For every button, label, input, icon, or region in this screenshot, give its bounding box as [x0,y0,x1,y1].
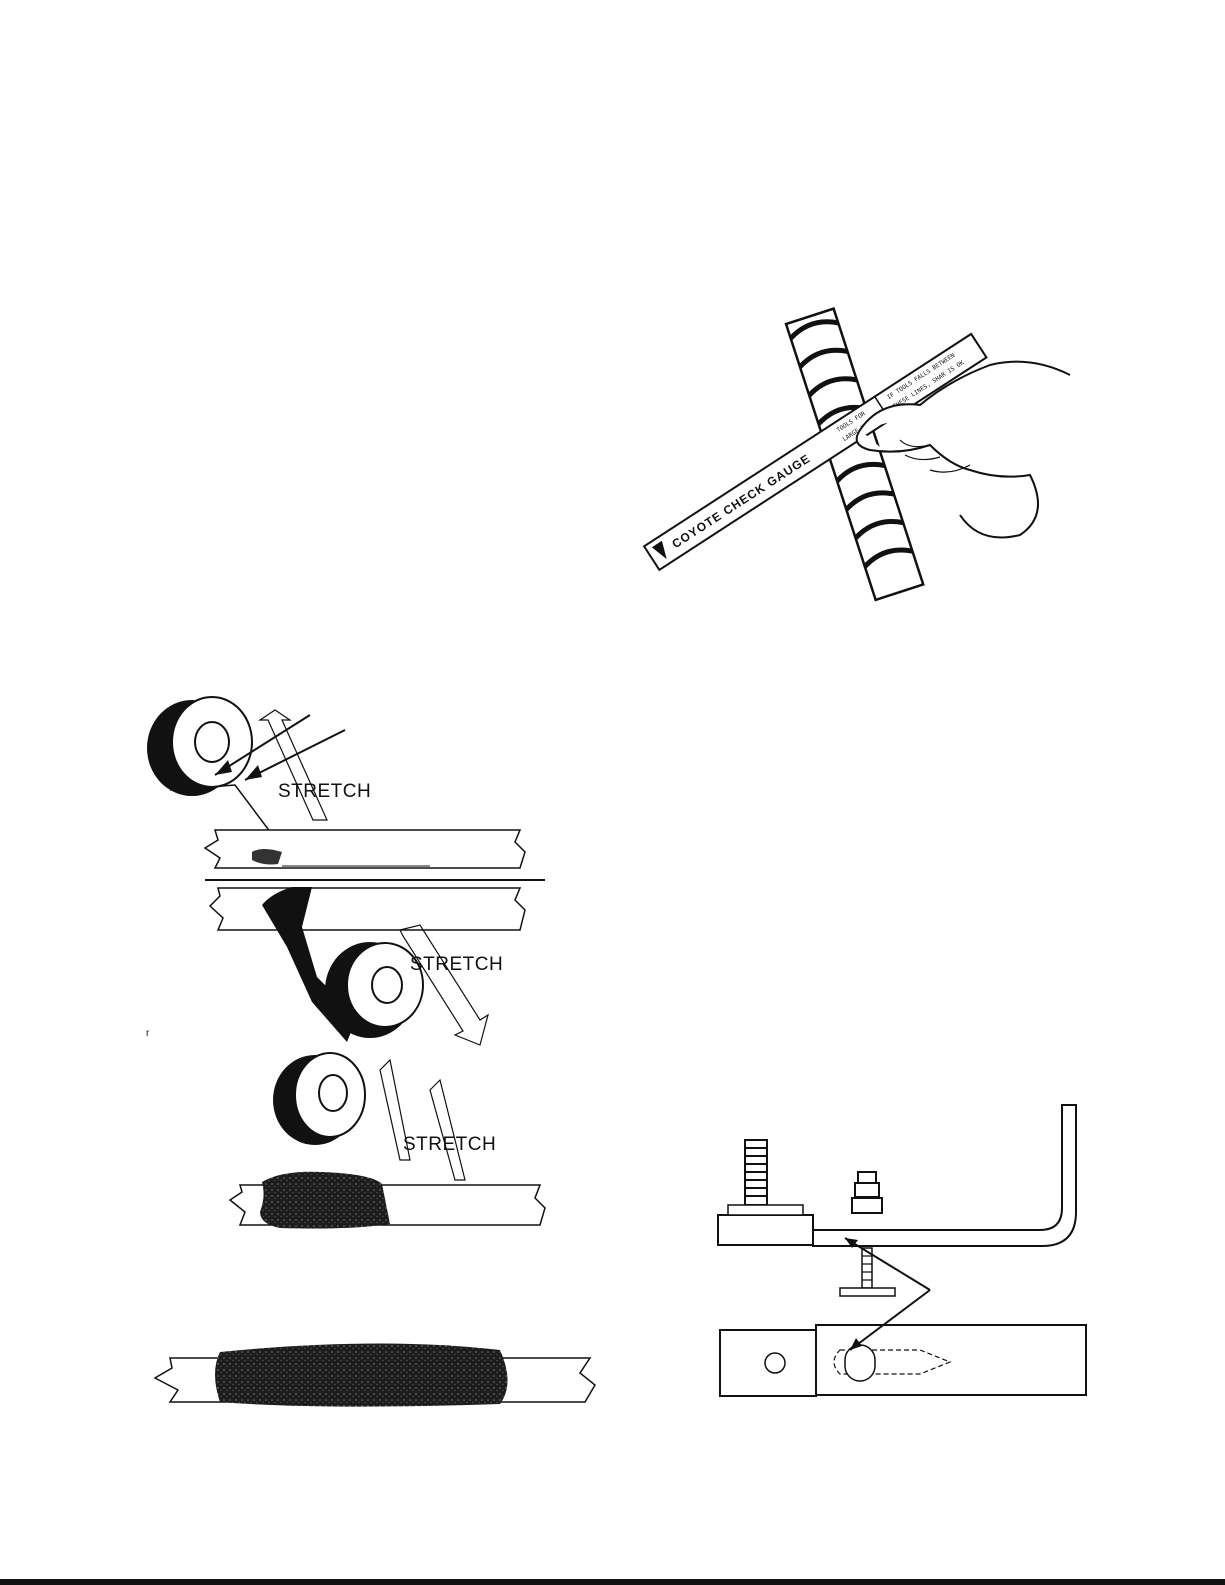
clamp-side-view [718,1105,1076,1296]
clamp-figure [718,1105,1086,1396]
clamp-top-view [720,1325,1086,1396]
conductor-bar-wrapped [155,1343,595,1406]
stretch-label-3: STRETCH [403,1134,496,1155]
rebar-gauge-figure: COYOTE CHECK GAUGE TOOLS FOR LARGE HOLES… [644,309,1070,600]
tape-roll-1: STRETCH [147,697,371,845]
tape-roll-2: STRETCH [325,925,503,1045]
page-bottom-rule [0,1579,1225,1585]
gauge-label: COYOTE CHECK GAUGE [669,451,813,551]
stretch-label-2: STRETCH [410,954,503,975]
stretch-label-1: STRETCH [278,781,371,802]
tape-roll-3: STRETCH [273,1053,496,1180]
conductor-bar-1 [205,830,525,868]
tape-wrapping-figure: STRETCH STRETCH STRETCH [147,697,595,1407]
stray-mark: r [146,1028,150,1039]
conductor-bar-3 [230,1172,545,1229]
